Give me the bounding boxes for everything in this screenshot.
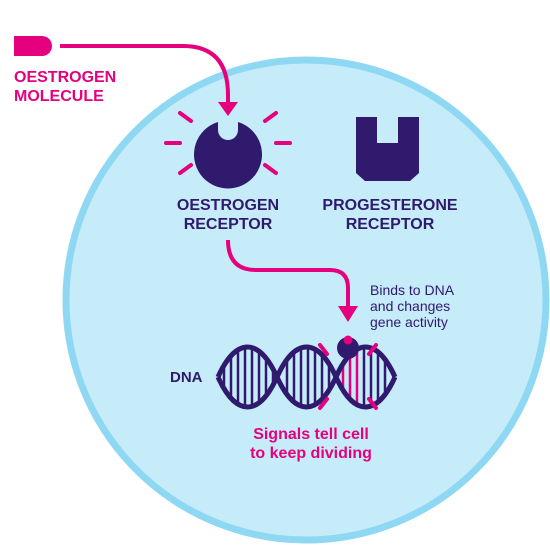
bound-molecule-icon: [343, 335, 353, 345]
signals-note: Signals tell cell to keep dividing: [250, 426, 372, 462]
progesterone-receptor-label: PROGESTERONE RECEPTOR: [322, 197, 458, 233]
receptor-to-dna-arrow: [226, 239, 350, 306]
progesterone-receptor-icon: [356, 117, 419, 181]
arrowhead-icon: [338, 306, 358, 322]
molecule-to-receptor-arrow: [60, 44, 230, 102]
oestrogen-molecule-icon: [14, 36, 52, 56]
oestrogen-receptor-label: OESTROGEN RECEPTOR: [176, 197, 280, 233]
bound-receptor-icon: [337, 337, 359, 359]
receptor-activation-rays: [164, 111, 292, 175]
oestrogen-receptor-icon: [193, 122, 262, 189]
binds-to-dna-note: Binds to DNA and changes gene activity: [370, 282, 455, 330]
oestrogen-molecule-label: OESTROGEN MOLECULE: [14, 69, 117, 105]
arrowhead-icon: [218, 102, 238, 116]
dna-helix-icon: [215, 344, 398, 410]
dna-label: DNA: [170, 369, 203, 386]
cell-circle: [62, 56, 550, 544]
dna-binding-rays: [318, 343, 378, 410]
